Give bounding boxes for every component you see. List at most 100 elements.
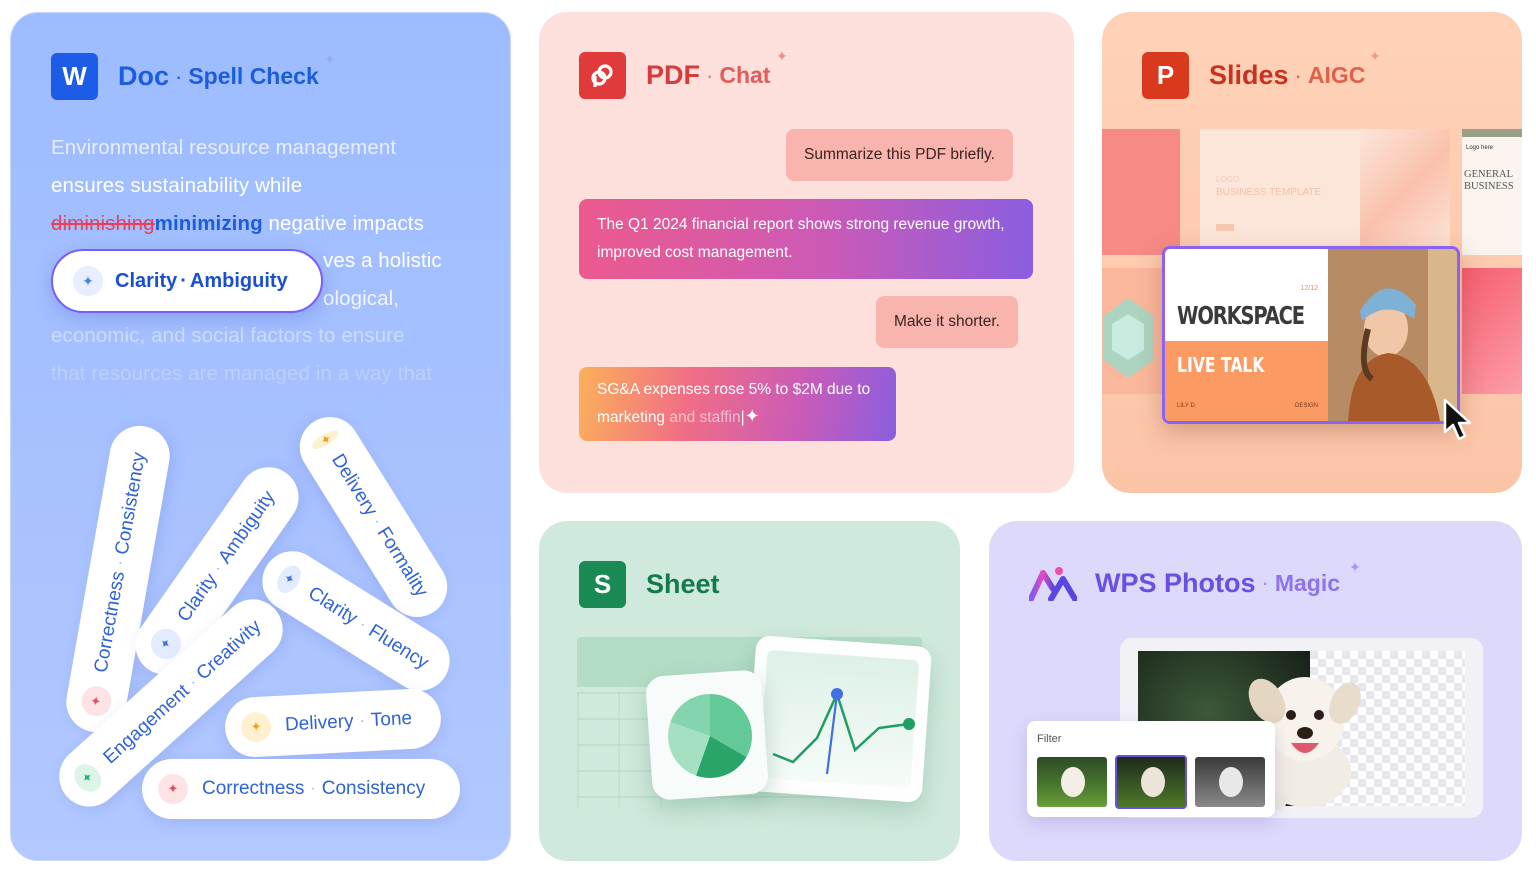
photos-subtitle: Magic — [1274, 569, 1341, 596]
slide-author: LILY D. — [1177, 403, 1197, 409]
tag-label-b: Ambiguity — [214, 487, 280, 568]
person-photo-icon — [1328, 249, 1457, 421]
sparkle-icon: ✦ — [776, 48, 788, 64]
ai-reply-text: The Q1 2024 financial report shows stron… — [597, 216, 1005, 261]
dog-thumbnail-icon — [1061, 767, 1085, 797]
slide-subtitle: LIVE TALK — [1177, 353, 1265, 377]
tag-separator: · — [111, 558, 130, 568]
user-message-summarize: Summarize this PDF briefly. — [786, 129, 1013, 181]
tag-delivery-tone[interactable]: ✦ Delivery · Tone — [223, 687, 443, 759]
word-app-icon: W — [51, 53, 98, 100]
slide-date: 12/12 — [1300, 285, 1318, 292]
slides-title: Slides — [1209, 60, 1289, 90]
slide-thumbnail-general: Logo here GENERAL BUSINESS — [1462, 129, 1522, 255]
slide-title: WORKSPACE — [1177, 301, 1305, 330]
doc-subtitle: Spell Check — [188, 63, 319, 89]
pdf-chat-card[interactable]: PDF · Chat ✦ Summarize this PDF briefly.… — [539, 12, 1074, 493]
tag-label-b: Consistency — [321, 778, 426, 799]
slides-card-header: P Slides · AIGC ✦ — [1142, 48, 1381, 99]
user-message-text: Summarize this PDF briefly. — [804, 146, 995, 163]
slides-subtitle: AIGC — [1307, 62, 1366, 88]
tag-label-a: Delivery — [284, 710, 355, 736]
pdf-app-icon — [579, 52, 626, 99]
doc-card-header: W Doc · Spell Check ✦ — [51, 51, 336, 100]
thumbnail-bar — [1462, 129, 1522, 137]
pie-slice — [670, 694, 710, 736]
tag-separator: · — [310, 780, 316, 797]
doc-text-line-3: diminishingminimizing negative impacts — [51, 212, 424, 236]
doc-text-line-7: that resources are managed in a way that — [51, 362, 433, 385]
corrected-word: minimizing — [154, 212, 263, 235]
wps-photos-magic-card[interactable]: WPS Photos · Magic ✦ Filter — [989, 521, 1522, 861]
tag-label-a: Correctness — [90, 569, 130, 675]
sparkle-icon: ✦ — [158, 774, 188, 804]
chart-point-highlight — [831, 688, 843, 700]
ai-reply-text: SG&A expenses rose 5% to $2M due to mark… — [597, 381, 871, 426]
sparkle-icon: ✦ — [1349, 559, 1361, 575]
sparkle-icon: ✦ — [1369, 48, 1381, 64]
slides-aigc-card[interactable]: P Slides · AIGC ✦ LOGO BUSINESS TEMPLATE… — [1102, 12, 1522, 493]
cube-graphic-icon — [1104, 298, 1154, 378]
thumbnail-title-text: BUSINESS TEMPLATE — [1216, 187, 1322, 198]
filter-thumbnail-grayscale[interactable] — [1195, 757, 1265, 807]
sparkle-icon: ✦ — [68, 758, 107, 798]
slide-thumbnail-cube — [1102, 268, 1162, 394]
doc-spell-check-card[interactable]: W Doc · Spell Check ✦ Environmental reso… — [10, 12, 511, 861]
tag-label-b: Tone — [370, 707, 413, 731]
slide-left-panel: 12/12 WORKSPACE LIVE TALK LILY D. DESIGN — [1165, 249, 1328, 421]
slide-thumbnail-business: LOGO BUSINESS TEMPLATE — [1200, 129, 1450, 255]
doc-line-3-rest: negative impacts — [262, 212, 424, 235]
dog-thumbnail-icon — [1219, 767, 1243, 797]
filter-thumbnail-original[interactable] — [1037, 757, 1107, 807]
slide-thumbnail-right — [1462, 268, 1522, 394]
powerpoint-app-icon: P — [1142, 52, 1189, 99]
doc-text-line-4: ves a holistic — [323, 249, 442, 272]
pdf-logo-icon — [590, 63, 613, 87]
tag-label-a: Clarity — [173, 569, 222, 626]
sparkle-icon: ✦ — [240, 711, 272, 743]
sparkle-icon: ✦ — [744, 406, 760, 426]
slide-tag: DESIGN — [1294, 403, 1318, 409]
filter-panel: Filter — [1027, 721, 1275, 817]
tag-separator: · — [359, 712, 366, 730]
chart-point-end — [903, 718, 915, 730]
user-message-text: Make it shorter. — [894, 313, 1000, 330]
tag-label-a: Delivery — [327, 450, 382, 520]
title-separator: · — [706, 62, 714, 88]
mouse-cursor-icon — [1443, 398, 1472, 441]
sparkle-icon: ✦ — [73, 266, 103, 296]
slide-photo-person — [1328, 249, 1457, 421]
title-separator: · — [175, 63, 183, 89]
sheet-card[interactable]: S Sheet — [539, 521, 960, 861]
thumbnail-logo-text: Logo here — [1466, 145, 1494, 151]
ai-reply-summary: The Q1 2024 financial report shows stron… — [579, 199, 1033, 279]
thumbnail-decoration — [1360, 129, 1450, 255]
thumbnail-title-text: GENERAL BUSINESS — [1464, 169, 1514, 192]
pie-chart — [668, 694, 753, 779]
sheet-app-icon: S — [579, 561, 626, 608]
doc-title: Doc — [118, 61, 170, 91]
clarity-suggestion-pill[interactable]: ✦ Clarity · Ambiguity — [51, 249, 323, 313]
suggestion-word-2: Ambiguity — [189, 269, 288, 292]
pdf-subtitle: Chat — [719, 62, 771, 88]
slide-orange-band: LIVE TALK LILY D. DESIGN — [1165, 341, 1328, 421]
selected-slide-workspace[interactable]: 12/12 WORKSPACE LIVE TALK LILY D. DESIGN — [1162, 246, 1460, 424]
doc-text-line-5: ological, — [323, 287, 400, 310]
doc-text-line-2: ensures sustainability while — [51, 174, 303, 197]
tag-label-b: Fluency — [364, 620, 433, 674]
slide-thumbnail-left — [1102, 129, 1180, 255]
sparkle-icon: ✦ — [272, 561, 306, 598]
title-separator: · — [1261, 570, 1269, 595]
line-chart-plot — [772, 688, 915, 775]
typing-cursor: | — [740, 409, 745, 426]
filter-thumbnail-selected[interactable] — [1115, 755, 1187, 809]
pie-slice — [668, 722, 710, 776]
dog-thumbnail-icon — [1141, 767, 1165, 797]
tag-correctness-consistency[interactable]: ✦ Correctness · Consistency — [142, 759, 460, 819]
ai-reply-short: SG&A expenses rose 5% to $2M due to mark… — [579, 367, 896, 441]
dog-photo-icon — [1248, 677, 1361, 810]
thumbnail-logo-text: LOGO — [1216, 175, 1240, 184]
photos-card-header: WPS Photos · Magic ✦ — [1029, 559, 1361, 601]
pie-slice — [710, 694, 753, 757]
filter-label: Filter — [1037, 733, 1062, 745]
